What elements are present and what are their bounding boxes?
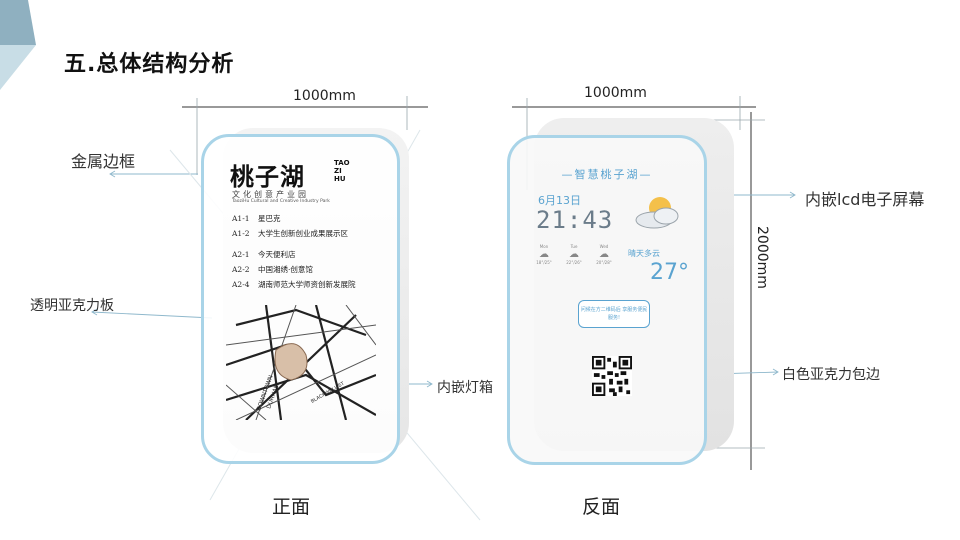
forecast-day: Mon ☁ 18°/25° bbox=[532, 244, 556, 265]
screen-time: 21:43 bbox=[536, 206, 614, 234]
forecast-day: Wed ☁ 20°/28° bbox=[592, 244, 616, 265]
logo-subtitle: 文化创意产业园 bbox=[232, 190, 309, 199]
screen-date: 6月13日 bbox=[538, 194, 581, 207]
screen-title: —智慧桃子湖— bbox=[561, 168, 653, 181]
label-metal-frame: 金属边框 bbox=[71, 152, 136, 171]
back-caption: 反面 bbox=[582, 496, 621, 518]
qr-code-icon bbox=[592, 356, 632, 396]
logo-side-text: TAO ZI HU bbox=[334, 159, 350, 183]
cloud-icon: ☁ bbox=[539, 249, 549, 260]
current-temperature: 27° bbox=[650, 260, 689, 285]
cloud-icon: ☁ bbox=[569, 249, 579, 260]
street-map: DOWNTOWN DURHAM BLACKWELL ST bbox=[226, 305, 376, 420]
weather-condition: 晴天多云 bbox=[628, 249, 660, 258]
front-sign: 桃子湖 TAO ZI HU 文化创意产业园 TaoziHu Cultural a… bbox=[201, 134, 400, 464]
corner-decoration bbox=[0, 0, 36, 90]
forecast-day: Tue ☁ 22°/26° bbox=[562, 244, 586, 265]
label-acrylic-panel: 透明亚克力板 bbox=[30, 298, 114, 314]
cloud-icon: ☁ bbox=[599, 249, 609, 260]
back-width-label: 1000mm bbox=[584, 85, 647, 101]
park-logo: 桃子湖 bbox=[230, 162, 305, 191]
front-width-label: 1000mm bbox=[293, 88, 356, 104]
label-lcd: 内嵌lcd电子屏幕 bbox=[805, 190, 925, 209]
label-lightbox: 内嵌灯箱 bbox=[437, 380, 493, 396]
logo-english: TaoziHu Cultural and Creative Industry P… bbox=[232, 199, 330, 204]
height-label: 2000mm bbox=[754, 226, 770, 289]
front-caption: 正面 bbox=[272, 496, 311, 518]
lcd-screen: —智慧桃子湖— 6月13日 21:43 晴天多云 27° Mon ☁ 18°/2… bbox=[507, 135, 707, 465]
partly-cloudy-icon bbox=[635, 197, 679, 229]
slide-title: 五.总体结构分析 bbox=[64, 52, 235, 77]
service-bubble: 问候在方二维码后 享服务便民服务! bbox=[578, 300, 650, 328]
label-white-edge: 白色亚克力包边 bbox=[782, 367, 880, 383]
